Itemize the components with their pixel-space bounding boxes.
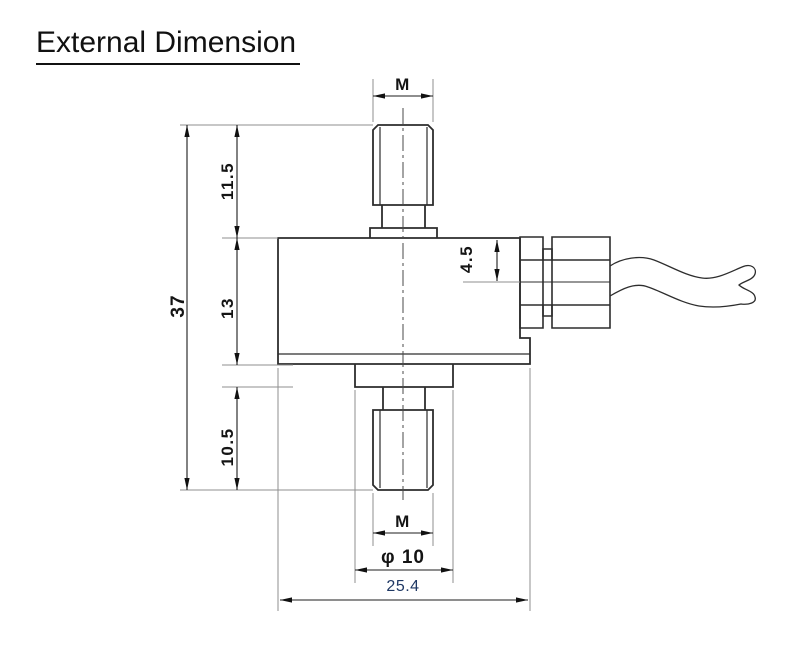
top-stud [372,124,434,206]
label-bottom-thread: M [395,512,411,531]
cable-connector [519,236,757,329]
label-flange-diameter: φ 10 [381,547,425,568]
connector-block-inner [519,236,544,329]
bottom-stud-thread-lines [379,410,428,488]
bottom-stud [372,409,434,491]
label-bottom-stud-height: 10.5 [218,427,237,466]
label-connector-offset: 4.5 [457,245,476,273]
extension-lines [180,79,531,611]
connector-tab-upper [542,248,553,261]
connector-block-outer [551,236,611,329]
dimension-labels: M 11.5 37 13 10.5 4.5 M φ 10 25.4 [168,75,476,595]
label-top-stud-height: 11.5 [218,162,237,200]
bottom-neck [382,387,426,410]
connector-tab-lower [542,304,553,317]
main-body [277,237,531,365]
label-overall-height: 37 [168,294,189,317]
label-body-diameter: 25.4 [386,578,419,595]
top-neck [381,205,426,228]
top-stud-thread-lines [379,127,428,205]
device-outline [277,124,531,491]
dimension-lines [184,93,528,603]
label-top-thread: M [395,75,411,94]
bottom-flange [354,364,454,388]
page-title: External Dimension [36,26,301,65]
cable [609,256,757,308]
label-body-height: 13 [218,297,237,319]
